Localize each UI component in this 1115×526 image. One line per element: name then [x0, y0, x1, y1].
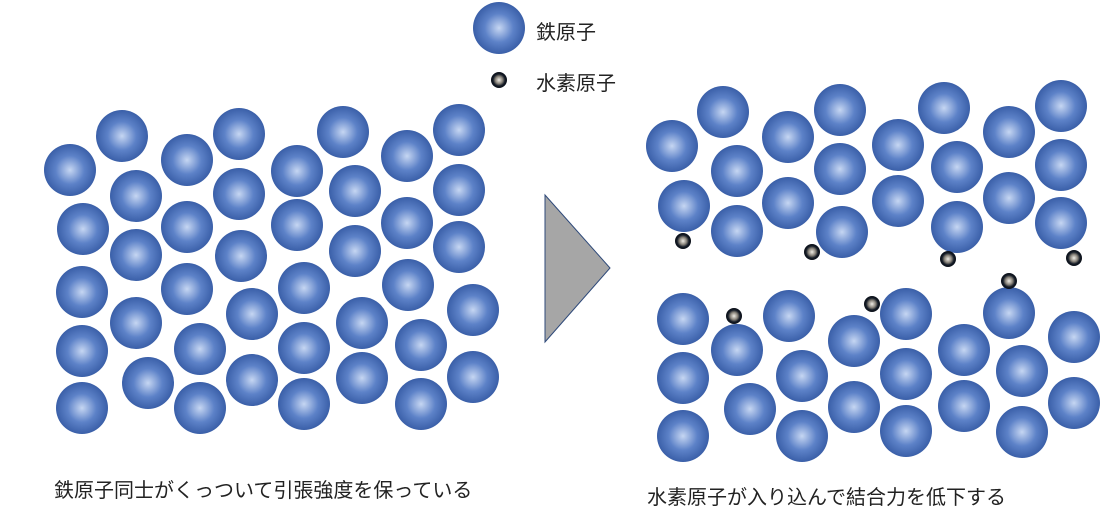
iron-atom: [1035, 197, 1087, 249]
iron-atom: [161, 263, 213, 315]
iron-atom: [658, 180, 710, 232]
iron-atom: [816, 206, 868, 258]
iron-atom: [697, 86, 749, 138]
iron-atom: [271, 145, 323, 197]
iron-atom: [213, 108, 265, 160]
iron-atom: [872, 119, 924, 171]
iron-atom: [329, 225, 381, 277]
iron-atom: [174, 382, 226, 434]
iron-atom: [317, 106, 369, 158]
iron-atom: [1048, 311, 1100, 363]
iron-atom: [762, 177, 814, 229]
iron-atom: [57, 203, 109, 255]
iron-atom: [213, 168, 265, 220]
iron-atom: [44, 144, 96, 196]
caption-right: 水素原子が入り込んで結合力を低下する: [647, 485, 1006, 509]
iron-atom: [763, 290, 815, 342]
legend-iron-label: 鉄原子: [536, 20, 596, 44]
legend: [473, 2, 525, 88]
hydrogen-atom: [726, 308, 742, 324]
iron-atom: [762, 111, 814, 163]
iron-atom: [983, 172, 1035, 224]
iron-atom: [776, 350, 828, 402]
hydrogen-atom: [940, 251, 956, 267]
iron-atom: [931, 201, 983, 253]
intact-iron-lattice: [44, 104, 499, 434]
iron-atom: [918, 82, 970, 134]
iron-atom: [110, 170, 162, 222]
iron-atom: [226, 354, 278, 406]
iron-atom: [161, 201, 213, 253]
legend-hydrogen-label: 水素原子: [536, 71, 616, 95]
hydrogen-atom: [491, 72, 507, 88]
hydrogen-atom: [864, 296, 880, 312]
iron-atom: [996, 406, 1048, 458]
iron-atom: [776, 410, 828, 462]
hydrogen-atom: [675, 233, 691, 249]
iron-atom: [1048, 377, 1100, 429]
iron-atom: [96, 110, 148, 162]
iron-atom: [938, 324, 990, 376]
iron-atom: [1035, 80, 1087, 132]
iron-atom: [271, 199, 323, 251]
iron-atom: [983, 106, 1035, 158]
iron-atom: [174, 323, 226, 375]
iron-atom: [56, 266, 108, 318]
iron-atom: [646, 120, 698, 172]
iron-atom: [711, 324, 763, 376]
iron-atom: [395, 319, 447, 371]
iron-atom: [336, 352, 388, 404]
iron-atom: [880, 405, 932, 457]
iron-atom: [433, 104, 485, 156]
iron-atom: [447, 351, 499, 403]
hydrogen-embrittled-lattice: [646, 80, 1100, 462]
iron-atom: [983, 287, 1035, 339]
iron-atom: [161, 134, 213, 186]
iron-atom: [381, 130, 433, 182]
iron-atom: [880, 348, 932, 400]
iron-atom: [329, 165, 381, 217]
caption-left: 鉄原子同士がくっついて引張強度を保っている: [54, 478, 473, 502]
iron-atom: [110, 229, 162, 281]
iron-atom: [278, 378, 330, 430]
iron-atom: [433, 164, 485, 216]
hydrogen-atom: [804, 244, 820, 260]
iron-atom: [433, 221, 485, 273]
iron-atom: [657, 293, 709, 345]
iron-atom: [938, 380, 990, 432]
iron-atom: [278, 322, 330, 374]
iron-atom: [381, 197, 433, 249]
iron-atom: [1035, 139, 1087, 191]
iron-atom: [724, 383, 776, 435]
iron-atom: [226, 288, 278, 340]
iron-atom: [814, 143, 866, 195]
iron-atom: [996, 345, 1048, 397]
iron-atom: [657, 410, 709, 462]
hydrogen-atom: [1001, 273, 1017, 289]
iron-atom: [447, 284, 499, 336]
iron-atom: [56, 325, 108, 377]
iron-atom: [931, 141, 983, 193]
iron-atom: [711, 145, 763, 197]
iron-atom: [872, 175, 924, 227]
iron-atom: [56, 382, 108, 434]
iron-atom: [122, 357, 174, 409]
iron-atom: [110, 297, 162, 349]
iron-atom: [828, 381, 880, 433]
hydrogen-atom: [1066, 250, 1082, 266]
iron-atom: [473, 2, 525, 54]
iron-atom: [880, 288, 932, 340]
iron-atom: [278, 262, 330, 314]
iron-atom: [336, 297, 388, 349]
iron-atom: [395, 378, 447, 430]
arrow-triangle: [544, 193, 611, 344]
iron-atom: [711, 205, 763, 257]
iron-atom: [814, 84, 866, 136]
iron-atom: [657, 352, 709, 404]
iron-atom: [215, 230, 267, 282]
iron-atom: [382, 259, 434, 311]
iron-atom: [828, 315, 880, 367]
